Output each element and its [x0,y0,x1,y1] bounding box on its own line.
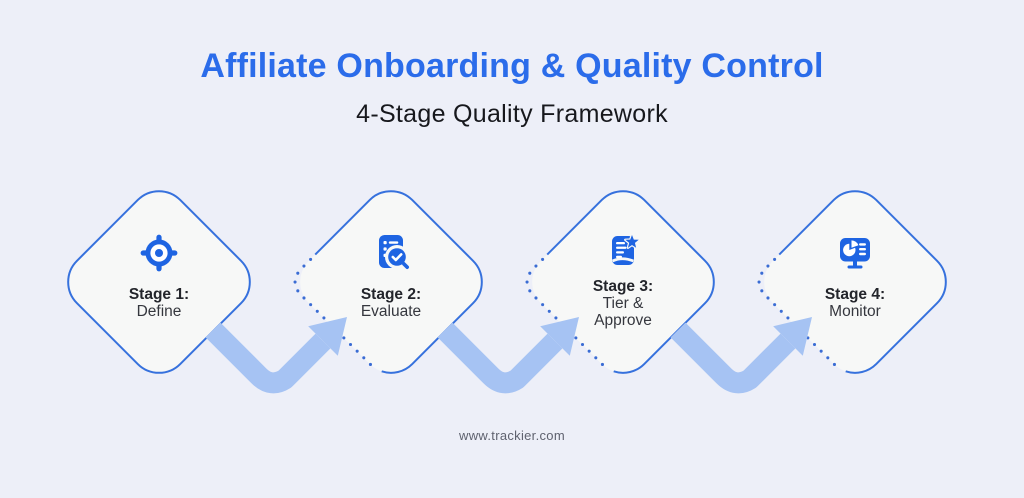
stage-1-subtitle: Define [136,303,182,320]
checklist-magnifier-icon [369,231,413,275]
page-subtitle: 4-Stage Quality Framework [356,100,668,128]
stage-2-subtitle: Evaluate [360,303,422,320]
stage-2-card: Stage 2: Evaluate [301,231,481,320]
stage-4-subtitle: Monitor [829,303,881,320]
flow-arrow-2-head [540,317,579,356]
stage-3-title: Stage 3: [592,278,654,295]
stage-4-title: Stage 4: [824,286,886,303]
stage-1-title: Stage 1: [128,286,190,303]
stage-2-title: Stage 2: [360,286,422,303]
page-title: Affiliate Onboarding & Quality Control [200,47,824,85]
flow-arrow-3-shaft [670,322,796,394]
website-url: www.trackier.com [459,428,565,443]
dotted-arc-stage-3 [525,257,609,371]
flow-arrow-1-head [308,317,347,356]
document-star-icon [601,231,645,275]
diamond-stage-4 [763,190,947,374]
flow-arrow-3-head [773,317,812,356]
flow-arrow-1-shaft [205,322,331,394]
target-locate-icon [137,231,181,275]
stage-3-card: Stage 3: Tier & Approve [533,231,713,329]
dotted-arc-stage-4 [757,257,841,371]
stage-3-subtitle: Tier & Approve [594,295,652,329]
dotted-arc-stage-2 [293,257,377,371]
monitor-analytics-icon [833,231,877,275]
stage-4-card: Stage 4: Monitor [765,231,945,320]
flow-arrow-2-shaft [437,322,563,394]
stage-1-card: Stage 1: Define [69,231,249,320]
